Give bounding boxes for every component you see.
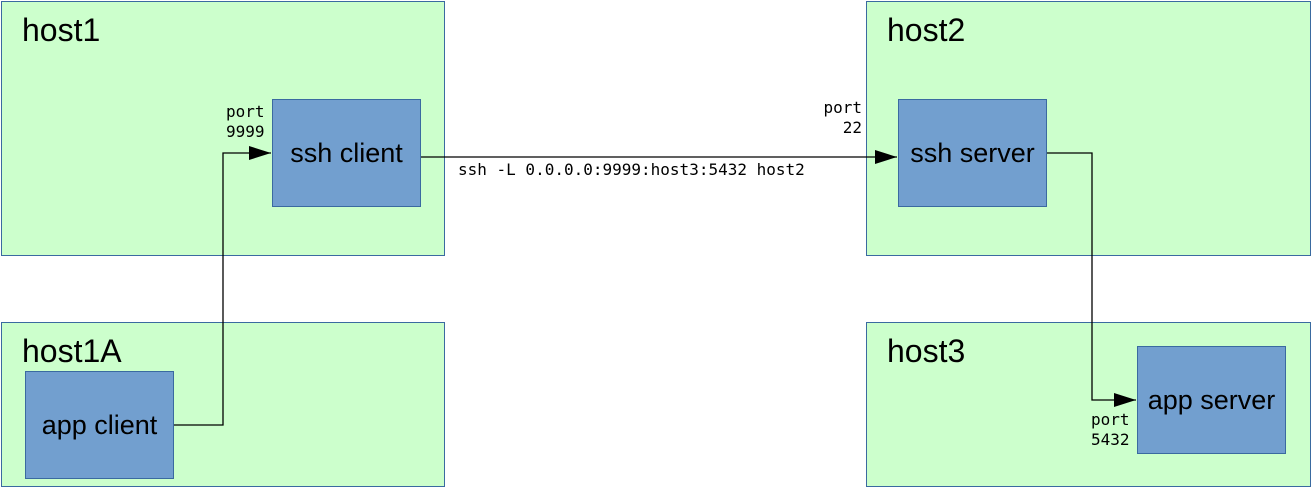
host2-port-label: port <box>823 98 862 117</box>
host2-title: host2 <box>887 12 966 48</box>
host2-port-number: 22 <box>842 118 862 137</box>
host1-port-label: port <box>226 102 265 121</box>
host3-title: host3 <box>887 333 966 369</box>
host1a-title: host1A <box>22 333 122 369</box>
app-server-node: app server <box>1137 346 1286 454</box>
app-client-node: app client <box>25 371 174 479</box>
ssh-server-node: ssh server <box>898 99 1047 207</box>
host3-port-label: port <box>1091 410 1130 429</box>
ssh-command-label: ssh -L 0.0.0.0:9999:host3:5432 host2 <box>458 160 805 179</box>
host3-port-number: 5432 <box>1091 430 1130 449</box>
ssh-client-node: ssh client <box>272 99 421 207</box>
host1-title: host1 <box>22 12 101 48</box>
host1-port-number: 9999 <box>226 122 265 141</box>
